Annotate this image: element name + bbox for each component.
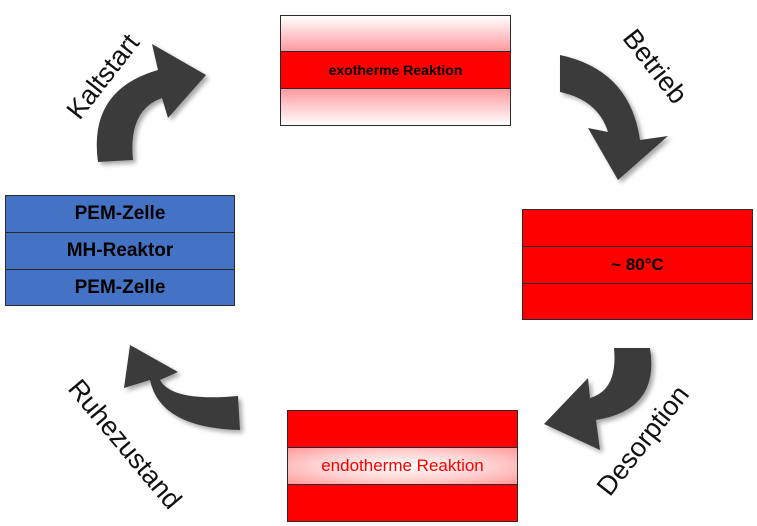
operation-top-layer: [280, 15, 511, 52]
rest-bottom-layer: [287, 484, 518, 522]
endotherm-label: endotherme Reaktion: [321, 456, 484, 475]
pem-cell-top-label: PEM-Zelle: [74, 203, 166, 224]
ruhezustand-arrow-icon: [124, 345, 240, 430]
desorption-arrow-icon: [544, 348, 652, 450]
rest-reaction-layer: endotherme Reaktion: [287, 447, 518, 485]
operation-bottom-layer: [280, 88, 511, 126]
cold-start-stack: PEM-Zelle MH-Reaktor PEM-Zelle: [5, 195, 235, 306]
desorption-bottom-layer: [522, 283, 753, 320]
pem-cell-bottom-label: PEM-Zelle: [74, 276, 166, 298]
temperature-label: ~ 80°C: [611, 255, 664, 274]
rest-stack: endotherme Reaktion: [287, 410, 518, 522]
operation-stack: exotherme Reaktion: [280, 15, 511, 126]
exotherm-label: exotherme Reaktion: [328, 62, 463, 78]
operation-reaction-layer: exotherme Reaktion: [280, 51, 511, 89]
kaltstart-arrow-icon: [96, 44, 206, 162]
pem-cell-top: PEM-Zelle: [5, 195, 235, 233]
mh-reactor-layer: MH-Reaktor: [5, 232, 235, 270]
rest-top-layer: [287, 410, 518, 448]
betrieb-arrow-icon: [560, 55, 668, 180]
betrieb-label: Betrieb: [617, 24, 693, 110]
desorption-top-layer: [522, 209, 753, 247]
desorption-stack: ~ 80°C: [522, 209, 753, 320]
pem-cell-bottom: PEM-Zelle: [5, 269, 235, 306]
mh-reactor-label: MH-Reaktor: [66, 240, 174, 261]
